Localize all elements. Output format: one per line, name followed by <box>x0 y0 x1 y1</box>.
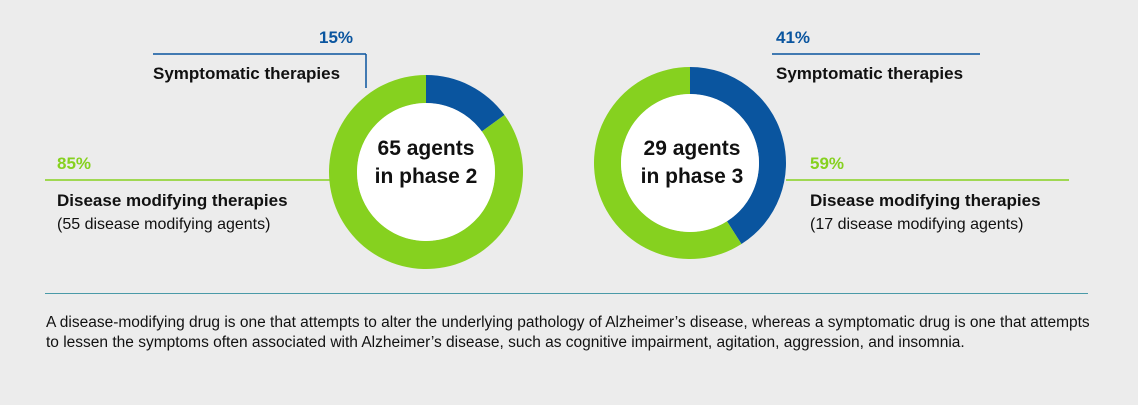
divider-line <box>45 293 1088 294</box>
donut-slice-symptomatic-phase2 <box>426 75 505 132</box>
donut-charts <box>45 53 1069 269</box>
category-label-disease-phase3: Disease modifying therapies <box>810 191 1041 210</box>
donut-phase2 <box>328 75 523 269</box>
donut-hole-phase2 <box>357 103 495 241</box>
donut-slice-disease-modifying-phase3 <box>594 67 742 259</box>
center-label-phase3-line2: in phase 3 <box>640 165 744 188</box>
category-label-symptomatic-phase3: Symptomatic therapies <box>776 64 964 83</box>
center-label-phase2-line1: 65 agents <box>377 137 475 160</box>
category-label-disease-phase2: Disease modifying therapies <box>57 191 288 210</box>
donut-hole-phase3 <box>621 94 759 232</box>
category-sublabel-disease-phase2: (55 disease modifying agents) <box>57 216 271 233</box>
value-label-symptomatic-phase2: 15% <box>319 28 354 47</box>
category-label-symptomatic-phase2: Symptomatic therapies <box>153 64 341 83</box>
category-sublabel-disease-phase3: (17 disease modifying agents) <box>810 216 1024 233</box>
footnote: A disease-modifying drug is one that att… <box>46 314 1090 351</box>
donut-slice-symptomatic-phase3 <box>690 67 787 245</box>
center-label-phase3-line1: 29 agents <box>643 137 741 160</box>
value-label-symptomatic-phase3: 41% <box>776 28 811 47</box>
donut-phase3 <box>594 67 787 259</box>
center-label-phase3: 29 agents in phase 3 <box>628 135 756 191</box>
center-label-phase2-line2: in phase 2 <box>374 165 478 188</box>
center-label-phase2: 65 agents in phase 2 <box>362 135 490 191</box>
value-label-disease-phase2: 85% <box>57 154 92 173</box>
value-label-disease-phase3: 59% <box>810 154 845 173</box>
